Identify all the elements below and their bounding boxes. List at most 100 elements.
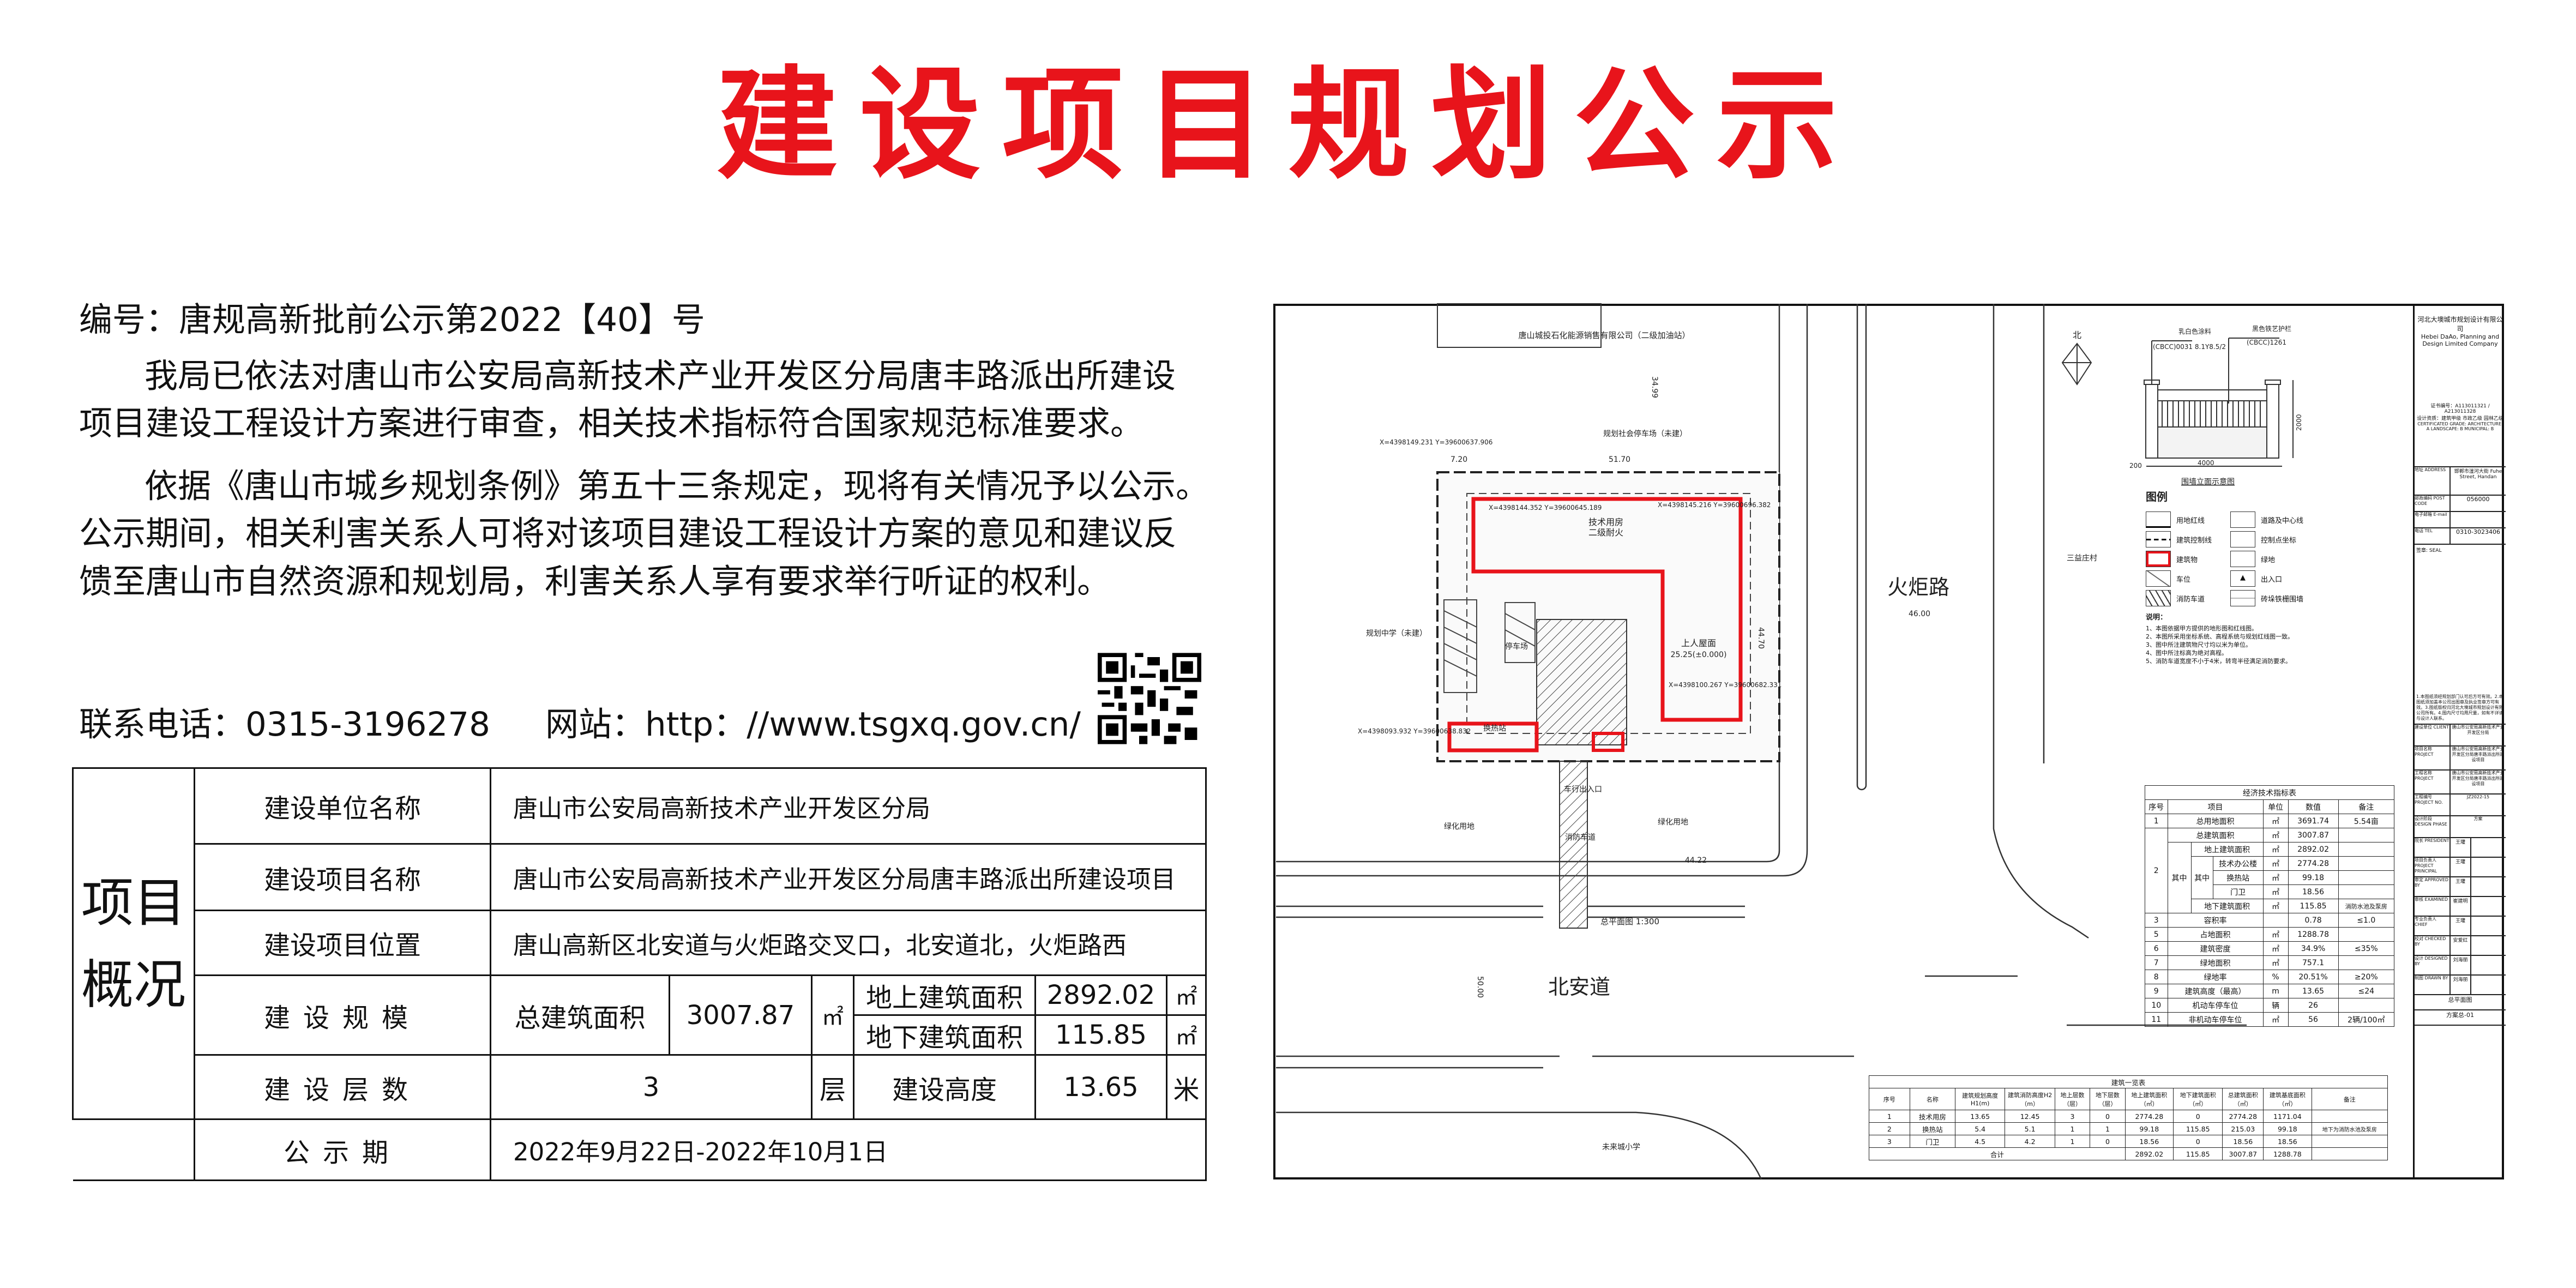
econ-cell: 地上建筑面积 [2190,842,2264,857]
notice-para2-line3: 馈至唐山市自然资源和规划局，利害关系人享有要求举行听证的权利。 [79,562,1111,601]
econ-cell [2338,870,2395,885]
econ-cell: 建筑高度（最高） [2167,984,2264,998]
econ-cell: 2辆/100㎡ [2338,1012,2395,1027]
econ-header: 备注 [2338,799,2395,814]
disclaimer: 1.本图纸须经规划部门认可后方可有效。2.本图纸须加盖本公司出图章及执业签章方可… [2416,694,2503,721]
signature [2471,976,2506,994]
econ-cell: 2774.28 [2288,856,2339,871]
legend-road: 道路及中心线 [2230,511,2303,528]
fence-note2: 黑色铁艺护栏 [2252,324,2291,333]
signer-name: 王瓘 [2451,917,2471,935]
website-link[interactable]: 网站：http：//www.tsgxq.gov.cn/ [545,705,1081,744]
below-ground-label: 地下建筑面积 [853,1014,1036,1056]
signer-role: 项目负责人 PROJECT PRINCIPAL [2415,858,2451,876]
econ-cell: 换热站 [2212,870,2264,885]
tel-label: 电话 TEL [2415,528,2451,544]
econ-cell: 5 [2145,927,2168,942]
dim-top: 51.70 [1609,455,1630,464]
note-line: 2、本图所采用坐标系统、高程系统与规划红线图一致。 [2146,633,2294,640]
signer-role: 审核 EXAMINED [2415,897,2451,916]
building-cell: 1 [1869,1110,1910,1123]
above-ground-label: 地上建筑面积 [853,974,1036,1016]
post-label: 邮政编码 POST CODE [2415,496,2451,511]
econ-cell: 建筑密度 [2167,941,2264,956]
coord-3: X=4398145.216 Y=39600696.382 [1658,501,1771,509]
building-total-cell [2311,1147,2388,1160]
econ-cell: 115.85 [2288,899,2339,913]
building-cell: 215.03 [2222,1122,2264,1135]
econ-cell: 20.51% [2288,970,2339,984]
building-cell: 18.56 [2263,1135,2312,1148]
title-block-label: 工程编号 PROJECT NO. [2415,795,2451,815]
fence-width: 4000 [2198,459,2214,467]
econ-cell: 机动车停车位 [2167,998,2264,1013]
building-cell: 0 [2090,1135,2126,1148]
location-value: 唐山高新区北安道与火炬路交叉口，北安道北，火炬路西 [489,910,1207,976]
econ-cell: ㎡ [2262,870,2289,885]
econ-cell: 非机动车停车位 [2167,1012,2264,1027]
total-area-unit: ㎡ [811,974,854,1056]
signature [2471,877,2506,896]
sheet-title: 总平面图 [2415,995,2506,1010]
fire-lane-icon [2146,590,2171,606]
building-cell: 3 [2054,1110,2091,1123]
building-header: 建筑规划高度H1(m) [1954,1088,2006,1110]
building-total-cell: 3007.87 [2222,1147,2264,1160]
site-redline-icon [2146,511,2171,528]
green-land-icon [2230,551,2255,567]
below-ground-value: 115.85 [1034,1014,1167,1056]
period-label: 公示期 [194,1118,491,1181]
econ-cell: ㎡ [2262,842,2289,857]
building-cell: 4.5 [1954,1135,2006,1148]
econ-cell: 9 [2145,984,2168,998]
total-area-label: 总建筑面积 [490,974,670,1056]
dim-south: 44.22 [1685,856,1707,865]
heat-station-label: 换热站 [1483,724,1506,733]
company-name-cn: 河北大墺城市规划设计有限公司 [2417,316,2503,333]
project-value: 唐山市公安局高新技术产业开发区分局唐丰路派出所建设项目 [489,843,1207,911]
dim-height: 44.70 [1756,627,1765,649]
overview-side-label: 项目概况 [72,767,195,1120]
econ-cell: 7 [2145,955,2168,970]
econ-cell: 11 [2145,1012,2168,1027]
econ-cell: 辆 [2262,998,2289,1013]
notice-number: 编号：唐规高新批前公示第2022【40】号 [79,300,705,339]
econ-header: 序号 [2145,799,2168,814]
econ-cell: 13.65 [2288,984,2339,998]
building-cell: 1 [2054,1135,2091,1148]
building-cell: 1 [2054,1122,2091,1135]
vehicle-entry-label: 车行出入口 [1564,785,1602,794]
project-label: 建设项目名称 [194,843,491,911]
building-header: 名称 [1909,1088,1955,1110]
econ-cell [2338,856,2395,871]
econ-cell [2338,998,2395,1013]
econ-cell: ≤35% [2338,941,2395,956]
qr-code-icon[interactable] [1098,653,1201,744]
building-header: 总建筑面积（㎡） [2222,1088,2264,1110]
building-cell: 0 [2172,1110,2223,1123]
entrance-triangle-icon: ▲ [2230,570,2255,587]
building-cell: 99.18 [2263,1122,2312,1135]
building-cell: 换热站 [1909,1122,1955,1135]
signature [2471,838,2506,857]
green-land-label: 绿化用地 [1444,822,1474,831]
signer-role: 设计 DESIGNED BY [2415,956,2451,974]
title-block-value: 唐山市公安局高新技术产业开发区分局唐丰路派出所建设项目 [2452,747,2505,762]
design-qualification: 设计资质：建筑甲级 市政乙级 园林乙级 [2417,416,2503,422]
econ-cell: 8 [2145,970,2168,984]
econ-cell: ㎡ [2262,884,2289,899]
signature [2471,917,2506,935]
contact-phone: 联系电话：0315-3196278 [79,705,490,744]
econ-cell: 34.9% [2288,941,2339,956]
building-cell: 技术用房 [1909,1110,1955,1123]
fence-height: 2000 [2295,414,2303,431]
building-header: 建筑基底面积（㎡） [2263,1088,2312,1110]
econ-cell [2338,842,2395,857]
dim-road: 46.00 [1909,610,1930,618]
height-value: 13.65 [1034,1054,1167,1120]
road-centerline-icon [2230,511,2255,528]
fire-lane-label: 消防车道 [1565,833,1596,842]
signature [2471,858,2506,876]
building-total-cell: 2892.02 [2124,1147,2174,1160]
building-cell: 门卫 [1909,1135,1955,1148]
